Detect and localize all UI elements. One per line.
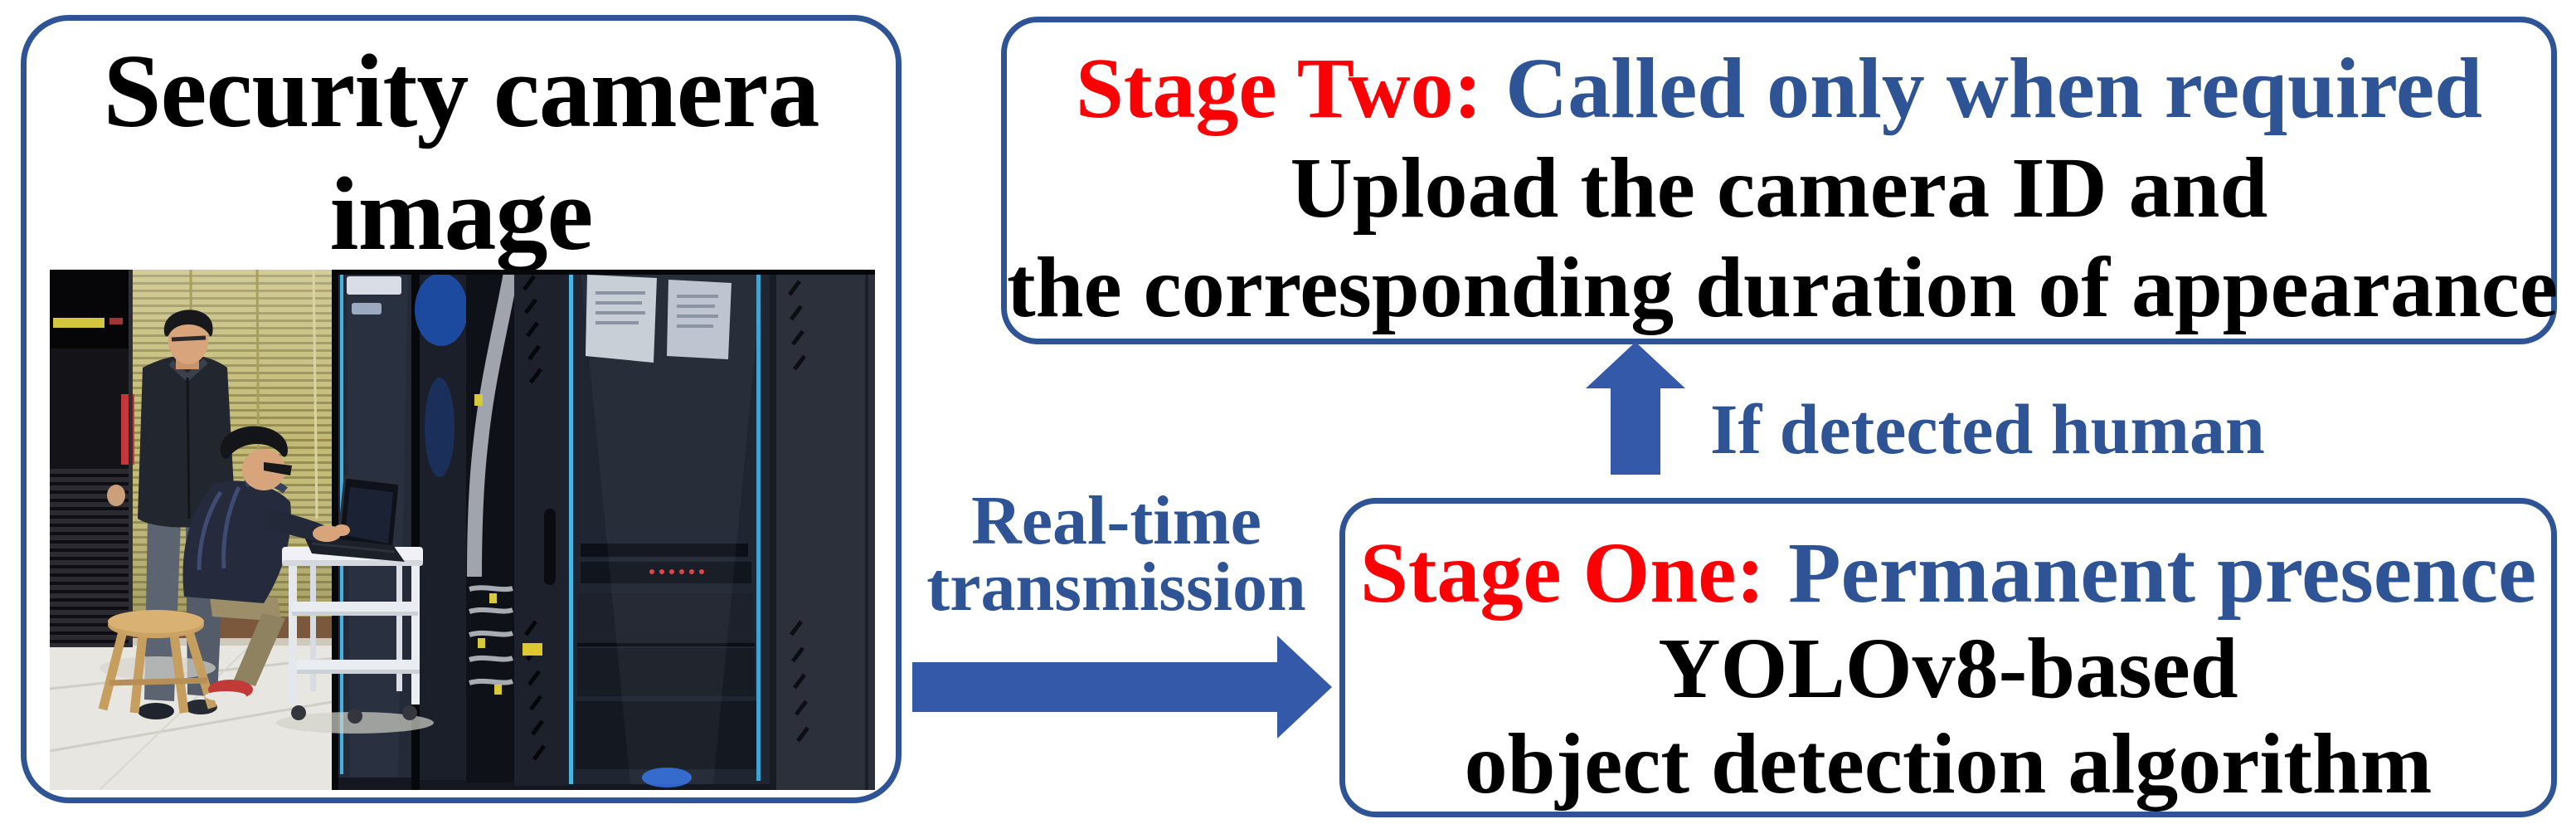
photo-server-racks [332,270,875,790]
stage-one-heading-blue: Permanent presence [1788,525,2537,621]
right-arrow-icon [912,636,1332,739]
stage-two-heading: Stage Two:Called only when required [1007,39,2551,139]
stage-one-body-line1: YOLOv8-based [1658,621,2238,716]
stage-two-heading-blue: Called only when required [1505,41,2483,136]
up-arrow-icon [1586,342,1685,475]
realtime-label-line1: Real-time [971,482,1261,559]
security-camera-title-line2: image [329,157,594,272]
security-camera-panel: Security camera image [21,15,902,803]
security-camera-title: Security camera image [27,21,896,276]
if-detected-human-label: If detected human [1710,389,2265,469]
stage-one-heading: Stage One:Permanent presence [1345,525,2551,621]
realtime-label-line2: transmission [926,549,1306,626]
realtime-transmission-label: Real-time transmission [912,482,1320,626]
stage-two-body-line2: the corresponding duration of appearance [1007,240,2559,335]
stage-two-box: Stage Two:Called only when required Uplo… [1001,17,2559,344]
photo-left-equipment [50,270,134,647]
security-camera-photo [50,270,875,790]
stage-two-heading-red: Stage Two: [1075,41,1483,136]
stage-two-body-line1: Upload the camera ID and [1290,140,2268,236]
photo-cart [276,547,434,734]
photo-laptop [265,475,405,562]
stage-one-body-line2: object detection algorithm [1464,716,2433,812]
stage-one-box: Stage One:Permanent presence YOLOv8-base… [1339,498,2557,817]
security-camera-title-line1: Security camera [103,34,819,149]
photo-sitting-person [182,426,292,701]
stage-one-heading-red: Stage One: [1359,525,1766,621]
photo-stool [98,610,217,714]
